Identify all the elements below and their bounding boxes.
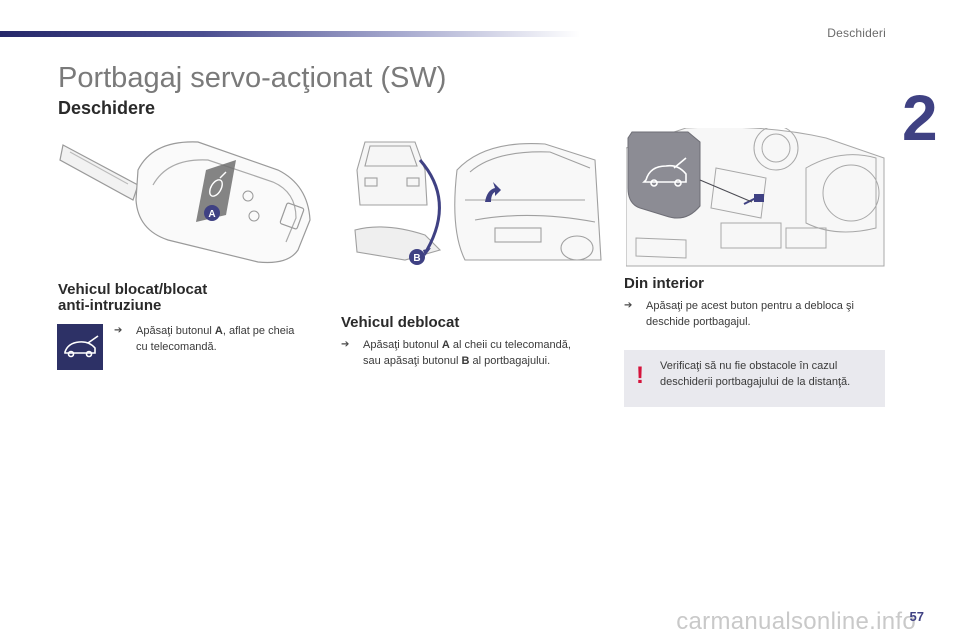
car-label-b: B bbox=[413, 253, 420, 264]
section-subtitle: Deschidere bbox=[58, 98, 156, 118]
bullet-arrow-icon: ➔ bbox=[341, 339, 350, 350]
bullet-arrow-icon: ➔ bbox=[624, 300, 633, 311]
bullet-arrow-icon: ➔ bbox=[114, 325, 123, 336]
blocked-heading: Vehicul blocat/blocat anti-intruziune bbox=[58, 282, 318, 314]
remote-key-illustration: A bbox=[59, 141, 311, 264]
key-button-ref: A bbox=[214, 325, 223, 337]
unlocked-instruction: ➔ Apăsaţi butonul A al cheii cu telecoma… bbox=[341, 339, 571, 367]
interior-instruction: ➔ Apăsaţi pe acest buton pentru a debloc… bbox=[624, 300, 854, 328]
key-label-a: A bbox=[208, 209, 215, 220]
key-button-ref: A bbox=[441, 339, 450, 351]
chapter-number: 2 bbox=[902, 82, 938, 154]
page-number: 57 bbox=[909, 609, 924, 624]
header-bar bbox=[0, 31, 580, 37]
tailgate-button-icon-box bbox=[57, 324, 103, 370]
car-tailgate-illustration: B bbox=[354, 141, 602, 265]
warning-icon: ! bbox=[636, 362, 644, 389]
page-title: Portbagaj servo-acţionat (SW) bbox=[58, 62, 447, 94]
dashboard-illustration bbox=[626, 128, 885, 267]
blocked-heading-line2: anti-intruziune bbox=[58, 297, 162, 314]
tailgate-icon bbox=[64, 335, 99, 358]
section-name: Deschideri bbox=[827, 26, 886, 40]
warning-box: ! Verificaţi să nu fie obstacole în cazu… bbox=[624, 350, 885, 407]
unlocked-heading: Vehicul deblocat bbox=[341, 314, 460, 331]
watermark: carmanualsonline.info bbox=[676, 608, 916, 635]
tailgate-button-ref: B bbox=[461, 355, 470, 367]
interior-heading: Din interior bbox=[624, 275, 705, 292]
blocked-heading-line1: Vehicul blocat/blocat bbox=[58, 281, 208, 298]
